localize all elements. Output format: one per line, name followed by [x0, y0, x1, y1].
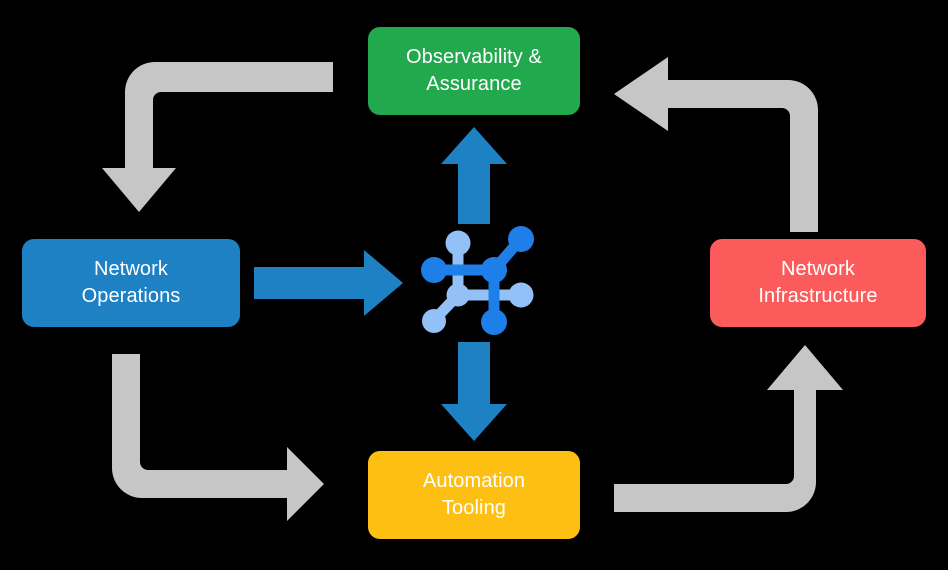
- arrow-center-to-automation: [441, 342, 507, 441]
- arrow-center-to-observability: [441, 127, 507, 224]
- arrow-observability-to-operations: [102, 62, 333, 212]
- arrow-operations-to-automation: [112, 354, 324, 521]
- node-right-light: [508, 282, 534, 308]
- node-box-network-infrastructure[interactable]: Network Infrastructure: [710, 239, 926, 327]
- node-top-light: [445, 230, 471, 256]
- node-box-network-operations[interactable]: Network Operations: [22, 239, 240, 327]
- node-center-left-light: [446, 283, 470, 307]
- node-bottom-primary: [481, 309, 507, 335]
- arrow-automation-to-infrastructure: [614, 345, 843, 512]
- node-left-primary: [421, 257, 447, 283]
- node-bottom-left-light: [422, 309, 446, 333]
- arrow-operations-to-center: [254, 250, 403, 316]
- node-hub-primary: [481, 257, 507, 283]
- node-box-automation-tooling[interactable]: Automation Tooling: [368, 451, 580, 539]
- network-icon-nodes: [421, 226, 534, 335]
- node-top-right-primary: [508, 226, 534, 252]
- node-box-observability[interactable]: Observability & Assurance: [368, 27, 580, 115]
- arrow-infrastructure-to-observability: [614, 57, 818, 232]
